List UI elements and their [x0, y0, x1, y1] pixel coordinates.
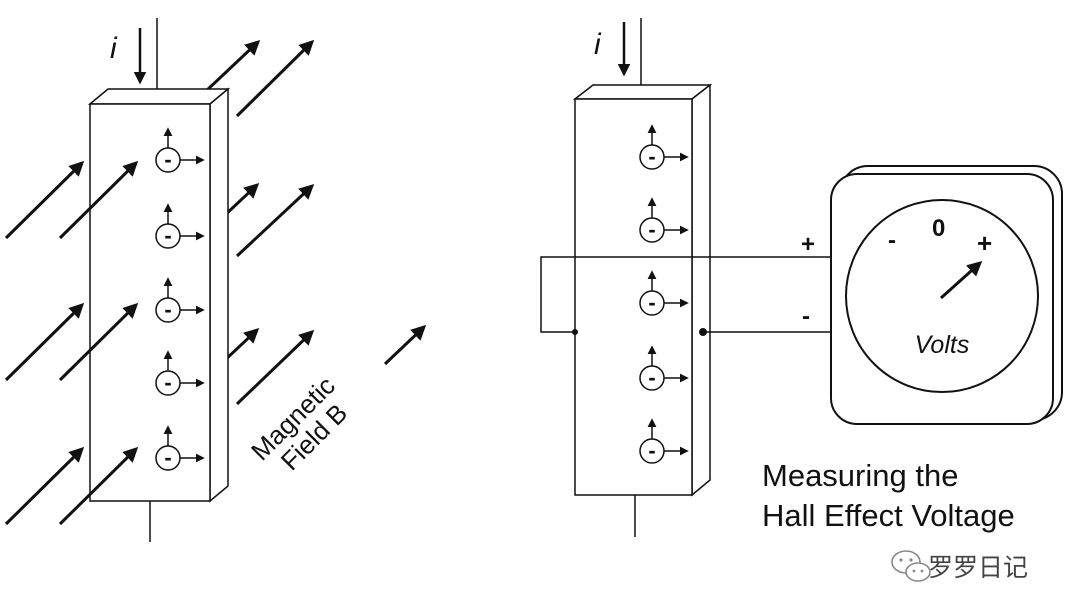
svg-text:-: -: [648, 217, 655, 242]
current-label: i: [110, 32, 118, 65]
electron-carrier: -: [155, 425, 205, 471]
current-label: i: [594, 28, 602, 61]
right-panel: i - - -: [540, 18, 1063, 537]
terminal-minus-label: -: [802, 303, 810, 330]
svg-text:-: -: [648, 144, 655, 169]
svg-text:-: -: [164, 445, 171, 470]
electron-column: - - - -: [639, 124, 689, 464]
dial-plus-label: +: [977, 228, 992, 258]
voltmeter: - 0 + Volts: [830, 165, 1063, 425]
caption-line-1: Measuring the: [762, 458, 959, 493]
electron-carrier: -: [639, 197, 689, 243]
right-contact-point: [699, 328, 707, 336]
conductor-slab: [572, 83, 713, 497]
svg-text:-: -: [164, 370, 171, 395]
electron-carrier: -: [155, 350, 205, 396]
electron-carrier: -: [639, 270, 689, 316]
dial-minus-label: -: [888, 227, 896, 254]
magnetic-field-label: Magnetic Field B: [245, 370, 353, 476]
dial-zero-label: 0: [932, 215, 945, 242]
electron-carrier: -: [155, 127, 205, 173]
svg-text:-: -: [648, 438, 655, 463]
magnetic-field-arrows-back: [203, 39, 315, 406]
magnetic-field-arrows-front: [4, 160, 139, 526]
svg-text:-: -: [648, 290, 655, 315]
voltmeter-needle: [939, 260, 983, 300]
conductor-slab: [87, 87, 231, 503]
svg-text:-: -: [164, 297, 171, 322]
electron-carrier: -: [639, 418, 689, 464]
left-panel: i - - -: [4, 18, 427, 542]
electron-carrier: -: [639, 345, 689, 391]
voltmeter-unit-label: Volts: [915, 331, 970, 359]
electron-carrier: -: [155, 277, 205, 323]
svg-text:-: -: [164, 223, 171, 248]
wechat-icon: [891, 550, 931, 582]
electron-carrier: -: [639, 124, 689, 170]
left-contact-point: [572, 329, 578, 335]
electron-carrier: -: [155, 203, 205, 249]
field-direction-arrow: [383, 324, 427, 366]
caption-line-2: Hall Effect Voltage: [762, 498, 1015, 533]
svg-text:-: -: [164, 147, 171, 172]
voltmeter-wiring: [540, 256, 830, 333]
electron-column: - - - -: [155, 127, 205, 471]
figure-caption: Measuring the Hall Effect Voltage: [762, 456, 1080, 536]
watermark-text: 罗罗日记: [928, 553, 1029, 582]
terminal-plus-label: +: [801, 231, 815, 258]
svg-text:-: -: [648, 365, 655, 390]
watermark: 罗罗日记: [888, 548, 1028, 584]
